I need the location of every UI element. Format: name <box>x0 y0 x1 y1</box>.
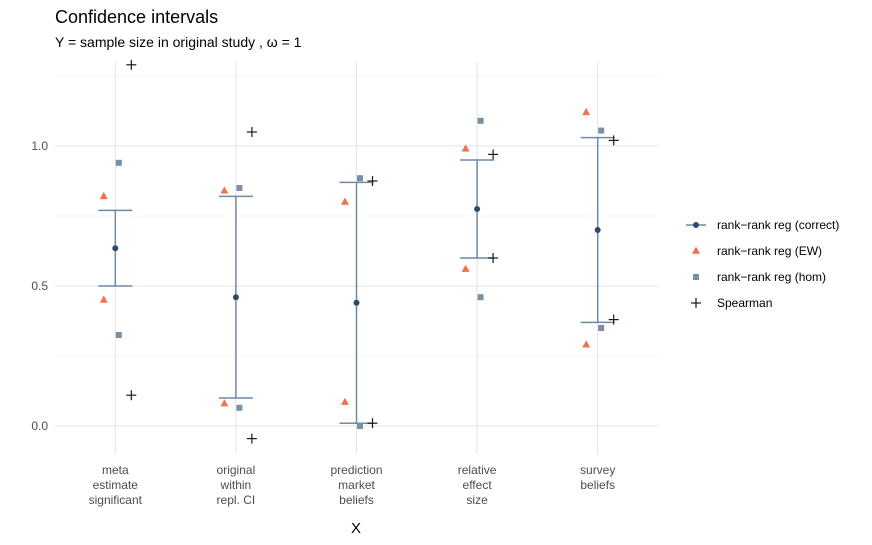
point-spearman <box>126 59 137 70</box>
point-spearman <box>246 127 257 137</box>
data-marks <box>98 59 619 444</box>
y-tick-label: 0.5 <box>31 279 48 293</box>
legend-key-spearman <box>691 298 701 308</box>
point-correct <box>594 227 601 233</box>
point-spearman <box>367 176 378 186</box>
chart-subtitle: Y = sample size in original study , ω = … <box>55 34 302 50</box>
point-hom <box>357 423 363 429</box>
point-ew <box>220 399 229 407</box>
x-tick-label: beliefs <box>580 478 615 492</box>
y-tick-label: 0.0 <box>31 419 48 433</box>
legend-label: rank−rank reg (correct) <box>717 218 839 232</box>
point-hom <box>598 127 605 134</box>
x-tick-label: effect <box>463 478 493 492</box>
legend: rank−rank reg (correct) rank−rank reg (EW… <box>686 218 839 310</box>
point-ew <box>220 186 229 194</box>
legend-label: Spearman <box>717 296 772 310</box>
x-tick-label: market <box>338 478 375 492</box>
point-ew <box>341 397 349 405</box>
x-tick-label: significant <box>89 493 143 507</box>
point-spearman <box>488 149 499 160</box>
legend-key-hom <box>693 274 699 280</box>
point-hom <box>115 332 122 338</box>
x-tick-label: beliefs <box>339 493 374 507</box>
x-tick-label: size <box>466 493 488 507</box>
point-hom <box>357 175 363 182</box>
point-hom <box>236 404 243 411</box>
point-spearman <box>608 135 619 146</box>
x-tick-label: estimate <box>93 478 139 492</box>
point-ew <box>582 107 591 116</box>
point-correct <box>353 299 360 306</box>
x-tick-label: relative <box>458 463 497 477</box>
x-tick-label: meta <box>102 463 129 477</box>
x-tick-label: within <box>220 478 252 492</box>
y-tick-label: 1.0 <box>31 139 48 153</box>
point-spearman <box>126 390 137 401</box>
chart-title: Confidence intervals <box>55 7 218 27</box>
x-axis-title: X <box>351 520 361 537</box>
legend-label: rank−rank reg (EW) <box>717 244 822 258</box>
point-ew <box>461 264 470 272</box>
point-hom <box>598 325 605 331</box>
x-tick-label: original <box>217 463 256 477</box>
point-ew <box>99 191 108 200</box>
point-ew <box>461 144 470 152</box>
point-spearman <box>608 314 619 325</box>
point-spearman <box>367 418 378 429</box>
point-correct <box>474 206 481 212</box>
point-correct <box>112 245 119 252</box>
point-ew <box>582 340 591 348</box>
point-ew <box>341 197 349 205</box>
x-tick-label: repl. CI <box>217 493 256 507</box>
legend-key-ew <box>692 246 700 254</box>
point-hom <box>115 159 122 166</box>
legend-key-correct <box>693 222 699 228</box>
point-correct <box>232 294 239 301</box>
y-axis-ticks: 0.0 0.5 1.0 <box>31 139 48 433</box>
point-spearman <box>488 253 499 263</box>
legend-label: rank−rank reg (hom) <box>717 270 826 284</box>
point-spearman <box>246 433 257 444</box>
x-tick-label: survey <box>580 463 615 477</box>
point-hom <box>477 117 484 124</box>
point-ew <box>99 295 108 303</box>
x-tick-label: prediction <box>330 463 382 477</box>
point-hom <box>236 185 243 191</box>
point-hom <box>477 294 484 301</box>
